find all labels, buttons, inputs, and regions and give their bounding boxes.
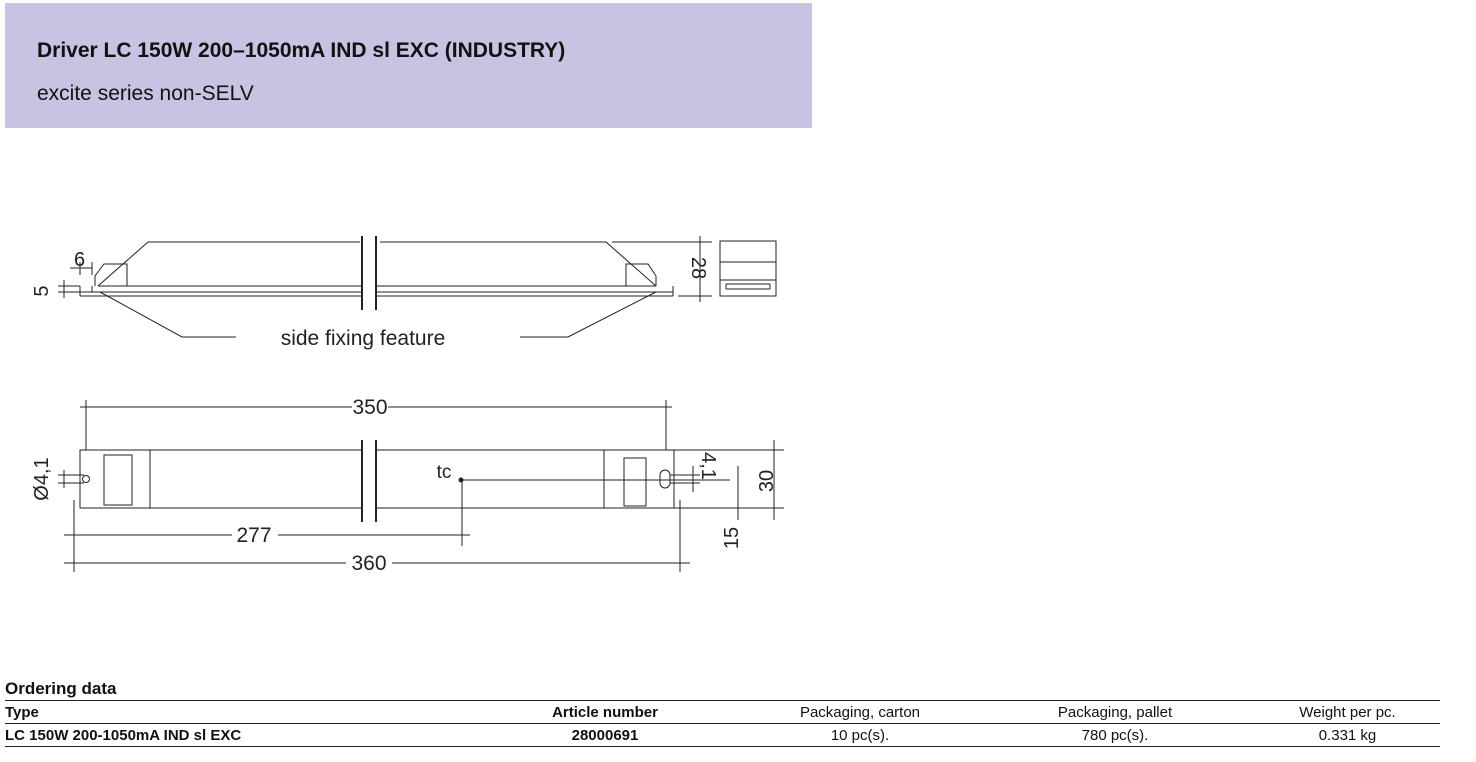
col-packaging-pallet: Packaging, pallet [1057,704,1173,721]
dim-right-height: 28 [687,257,709,279]
product-subtitle: excite series non-SELV [37,82,254,105]
top-view [58,400,784,572]
dim-tc-position: 277 [236,524,271,547]
cell-weight: 0.331 kg [1318,727,1377,744]
product-header: Driver LC 150W 200–1050mA IND sl EXC (IN… [5,3,812,128]
col-type: Type [5,704,39,721]
side-view [58,236,777,338]
dim-right-hole: 4,1 [697,452,719,480]
cell-type: LC 150W 200-1050mA IND sl EXC [5,727,242,744]
table-row: LC 150W 200-1050mA IND sl EXC 28000691 1… [5,724,1440,747]
cell-article-number: 28000691 [571,727,639,744]
table-header-row: Type Article number Packaging, carton Pa… [5,700,1440,724]
cell-packaging-pallet: 780 pc(s). [1081,727,1149,744]
dim-top-tab: 6 [74,249,85,271]
ordering-data-section: Ordering data Type Article number Packag… [5,678,1440,747]
product-title: Driver LC 150W 200–1050mA IND sl EXC (IN… [37,39,566,62]
dim-width: 30 [756,470,778,492]
dim-left-height: 5 [31,285,53,296]
dim-inner-length: 350 [352,396,387,419]
ordering-data-title: Ordering data [5,679,117,698]
tc-point-marker [458,477,464,483]
ordering-table: Type Article number Packaging, carton Pa… [5,700,1440,747]
cell-packaging-carton: 10 pc(s). [830,727,890,744]
dim-total-length: 360 [351,552,386,575]
col-packaging-carton: Packaging, carton [799,704,921,721]
col-article-number: Article number [552,704,658,721]
tc-label: tc [437,462,452,483]
col-weight: Weight per pc. [1299,704,1396,721]
side-fixing-callout: side fixing feature [281,327,446,350]
dim-hole-diameter: Ø4,1 [31,457,53,500]
dim-half-width: 15 [721,527,743,549]
